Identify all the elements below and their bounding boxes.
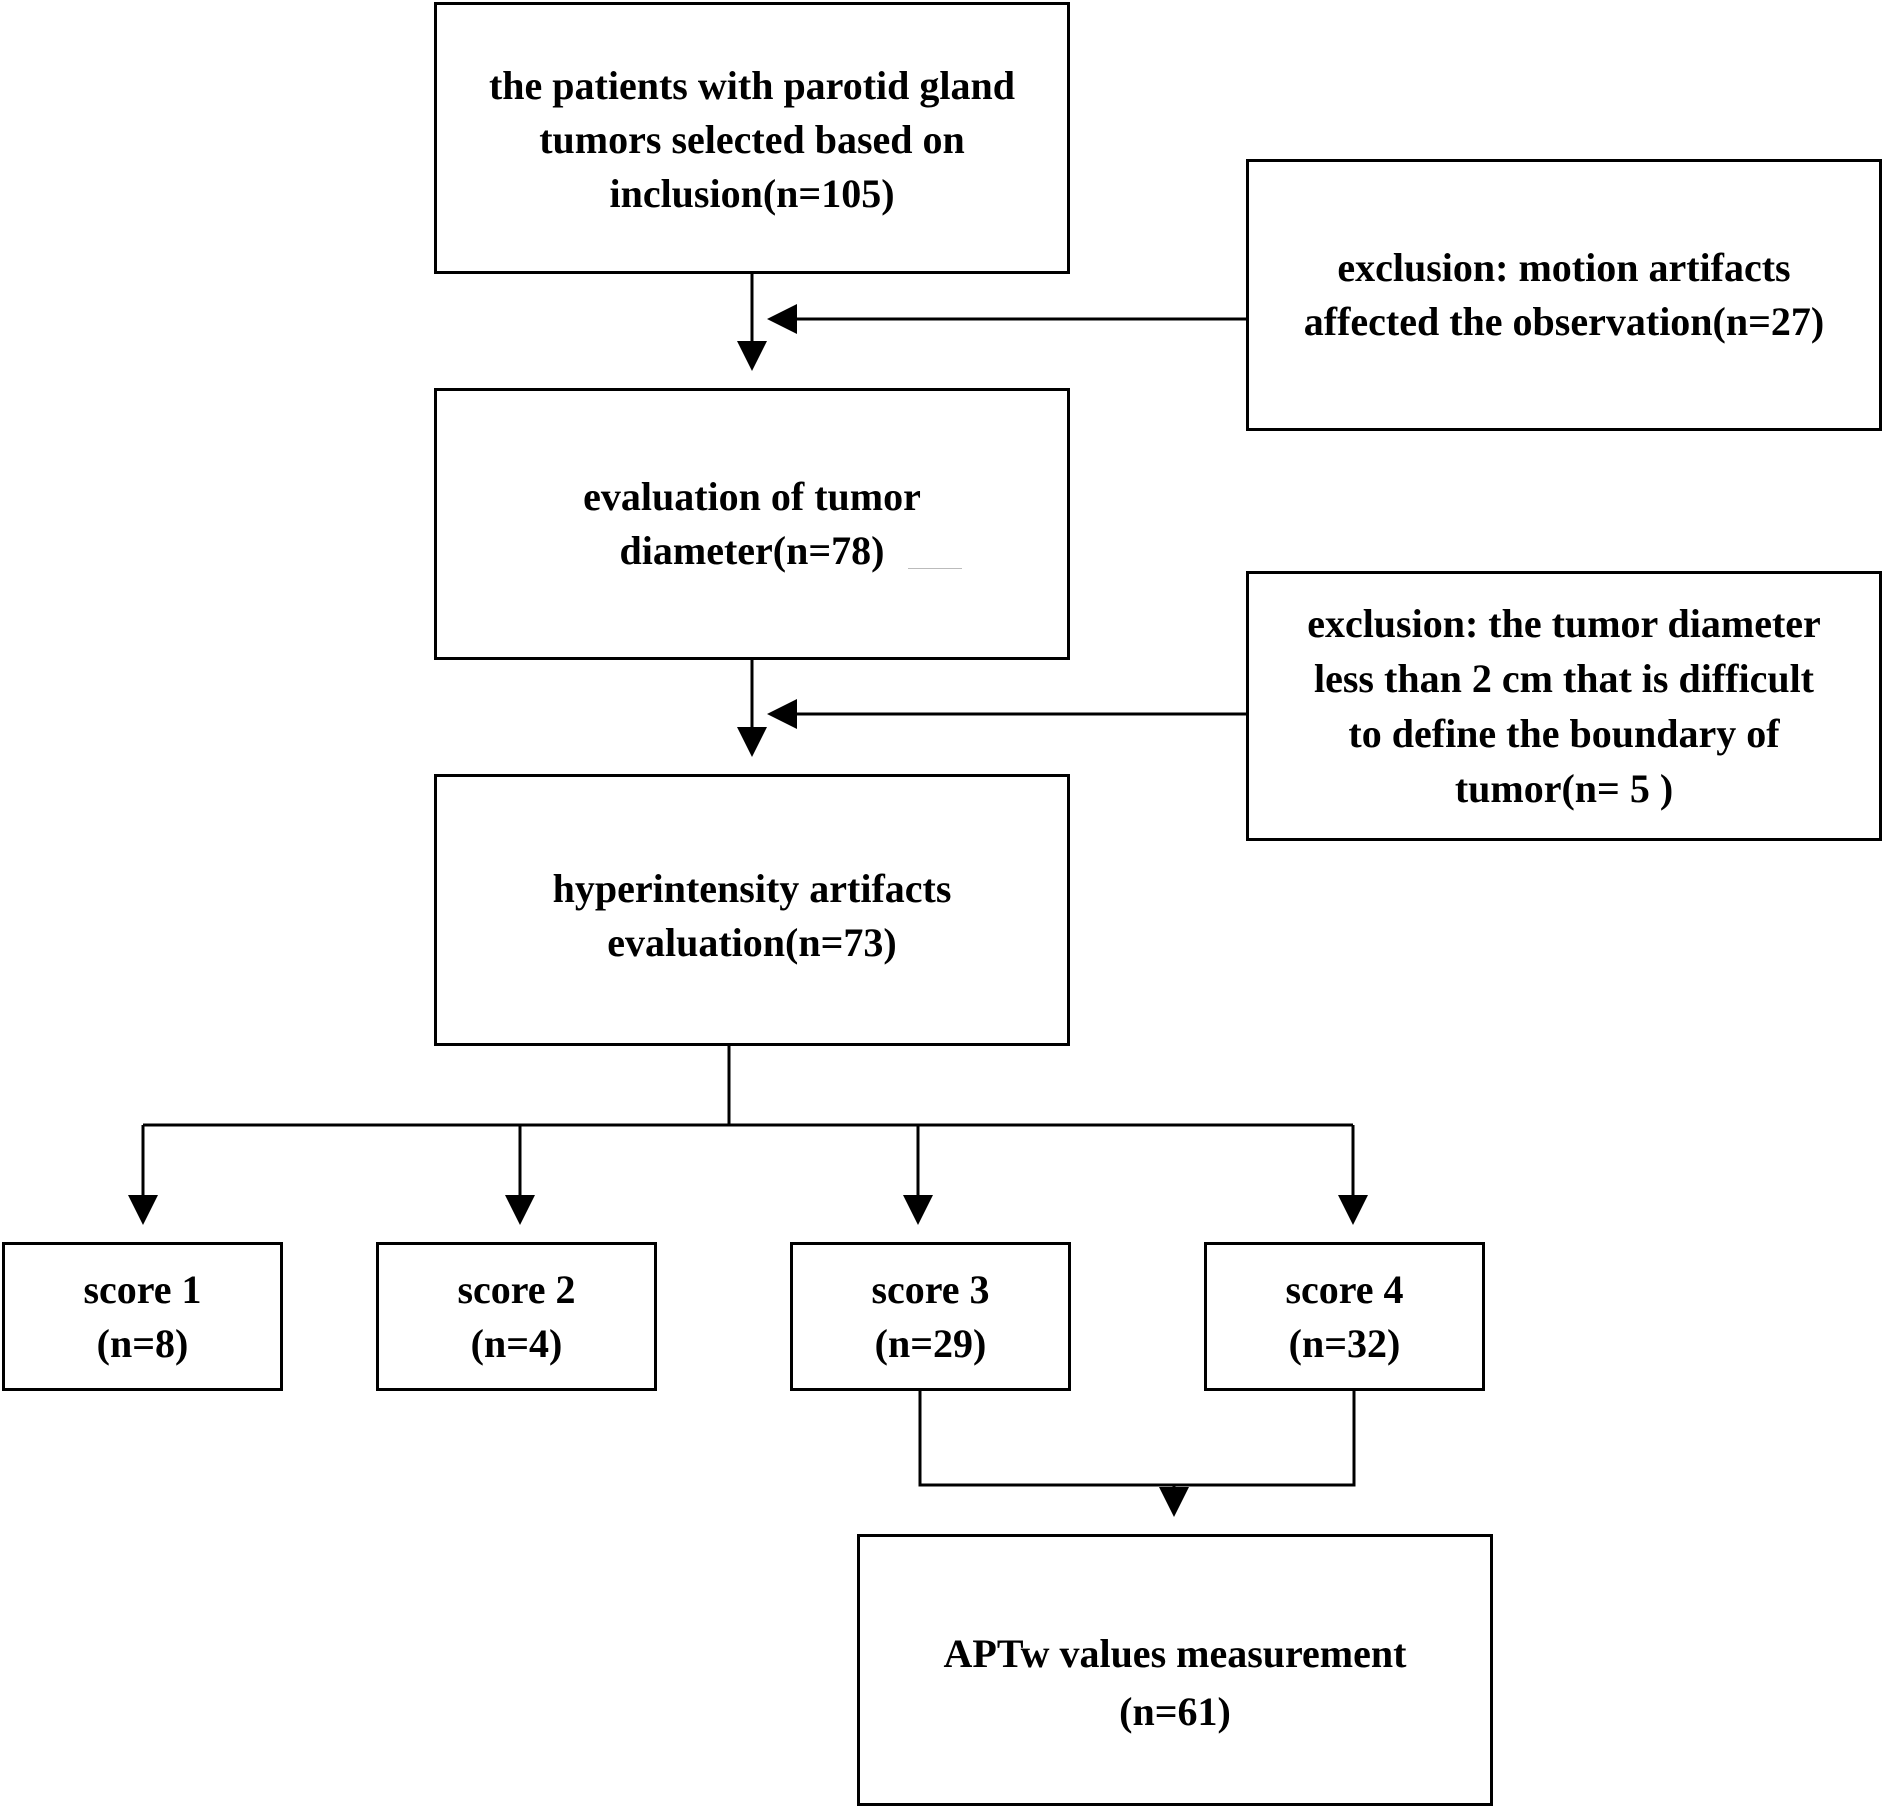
score2-label: score 2: [457, 1266, 576, 1312]
exclusion-diameter-line-1: exclusion: the tumor diameter: [1307, 601, 1821, 646]
diameter-line-2: diameter(n=78): [619, 528, 885, 573]
score4-count: (n=32): [1288, 1320, 1401, 1366]
exclusion-diameter-line-4: tumor(n= 5 ): [1454, 766, 1674, 811]
score1-count: (n=8): [96, 1320, 189, 1366]
aptw-line-2: (n=61): [1119, 1689, 1231, 1734]
diameter-line-1: evaluation of tumor: [583, 474, 921, 519]
inclusion-box: the patients with parotid gland tumors s…: [434, 2, 1070, 274]
exclusion-motion-line-2: affected the observation(n=27): [1303, 299, 1825, 344]
score3-box: score 3 (n=29): [790, 1242, 1071, 1391]
inclusion-line-3: inclusion(n=105): [609, 171, 895, 216]
diameter-evaluation-box: evaluation of tumor diameter(n=78): [434, 388, 1070, 660]
hyperintensity-line-2: evaluation(n=73): [607, 920, 897, 965]
hyperintensity-evaluation-box: hyperintensity artifacts evaluation(n=73…: [434, 774, 1070, 1046]
hyperintensity-line-1: hyperintensity artifacts: [552, 866, 952, 911]
aptw-line-1: APTw values measurement: [943, 1631, 1407, 1676]
exclusion-motion-box: exclusion: motion artifacts affected the…: [1246, 159, 1882, 431]
connector-score3-score4-merge: [918, 1391, 1356, 1487]
exclusion-motion-line-1: exclusion: motion artifacts: [1337, 245, 1791, 290]
score4-label: score 4: [1285, 1266, 1404, 1312]
score2-count: (n=4): [470, 1320, 563, 1366]
score1-box: score 1 (n=8): [2, 1242, 283, 1391]
exclusion-diameter-line-3: to define the boundary of: [1348, 711, 1780, 756]
score3-label: score 3: [871, 1266, 990, 1312]
exclusion-diameter-line-2: less than 2 cm that is difficult: [1314, 656, 1814, 701]
diameter-underline-artifact: [908, 568, 962, 569]
score3-count: (n=29): [874, 1320, 987, 1366]
aptw-measurement-box: APTw values measurement (n=61): [857, 1534, 1493, 1806]
score1-label: score 1: [83, 1266, 202, 1312]
inclusion-line-1: the patients with parotid gland: [488, 63, 1015, 108]
inclusion-line-2: tumors selected based on: [539, 117, 965, 162]
exclusion-diameter-box: exclusion: the tumor diameter less than …: [1246, 571, 1882, 841]
score4-box: score 4 (n=32): [1204, 1242, 1485, 1391]
score2-box: score 2 (n=4): [376, 1242, 657, 1391]
